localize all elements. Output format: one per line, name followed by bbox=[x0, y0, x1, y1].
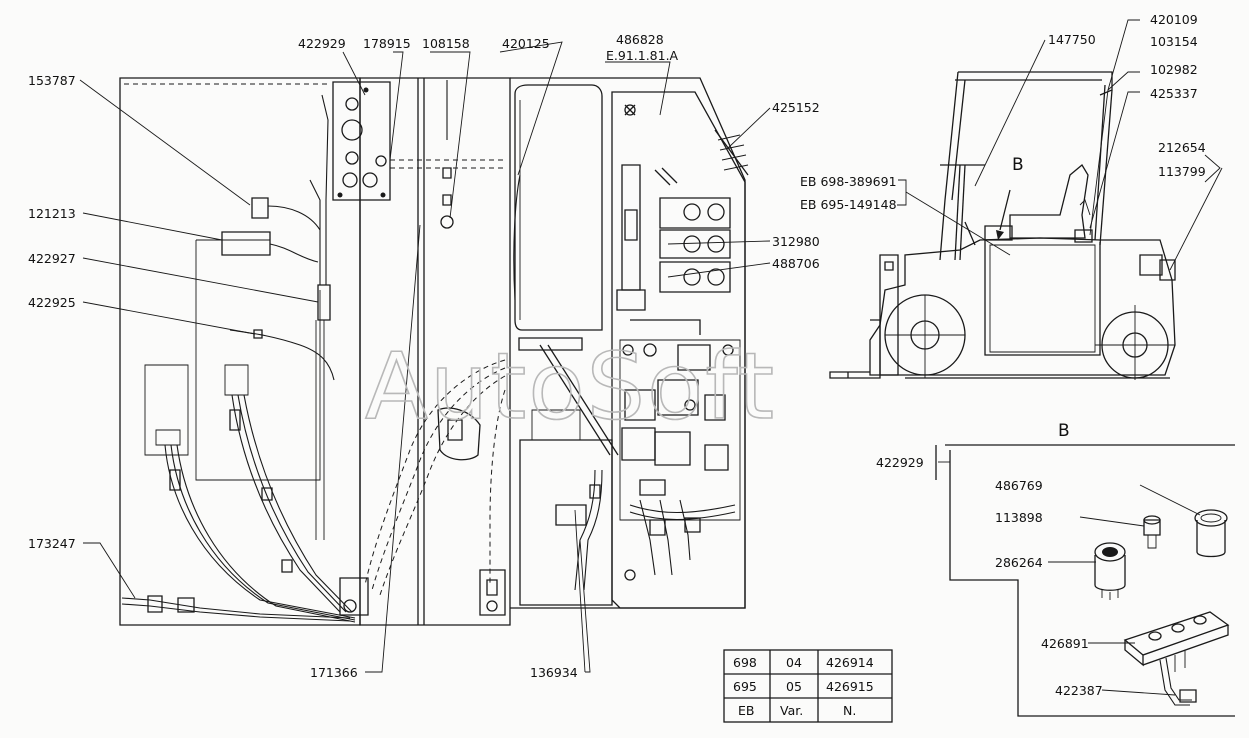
middle-door-panel bbox=[332, 77, 511, 626]
table-cell-r2-c3: 426915 bbox=[826, 679, 874, 694]
label-136934: 136934 bbox=[530, 665, 578, 680]
label-108158: 108158 bbox=[422, 36, 470, 51]
label-286264: 286264 bbox=[995, 555, 1043, 570]
label-173247: 173247 bbox=[28, 536, 76, 551]
label-420125: 420125 bbox=[502, 36, 550, 51]
label-212654: 212654 bbox=[1158, 140, 1206, 155]
view-b-label-detail: B bbox=[1058, 421, 1070, 441]
label-422929-b: 422929 bbox=[876, 455, 924, 470]
label-153787: 153787 bbox=[28, 73, 76, 88]
table-cell-r1-c3: 426914 bbox=[826, 655, 874, 670]
label-e91-1-81-a: E.91.1.81.A bbox=[606, 48, 679, 63]
left-door-panel bbox=[119, 77, 361, 626]
view-b-arrow bbox=[996, 189, 1011, 240]
label-147750: 147750 bbox=[1048, 32, 1096, 47]
label-422929-top: 422929 bbox=[298, 36, 346, 51]
variant-table: 698 04 426914 695 05 426915 EB Var. N. bbox=[723, 649, 893, 723]
label-486828: 486828 bbox=[616, 32, 664, 47]
label-312980: 312980 bbox=[772, 234, 820, 249]
label-103154: 103154 bbox=[1150, 34, 1198, 49]
label-171366: 171366 bbox=[310, 665, 358, 680]
table-cell-r2-c1: 695 bbox=[733, 679, 757, 694]
label-420109: 420109 bbox=[1150, 12, 1198, 27]
table-cell-r3-c3: N. bbox=[843, 703, 856, 718]
label-425337: 425337 bbox=[1150, 86, 1198, 101]
label-113898: 113898 bbox=[995, 510, 1043, 525]
table-cell-r3-c1: EB bbox=[738, 703, 754, 718]
label-422387: 422387 bbox=[1055, 683, 1103, 698]
label-422927: 422927 bbox=[28, 251, 76, 266]
label-425152: 425152 bbox=[772, 100, 820, 115]
label-486769: 486769 bbox=[995, 478, 1043, 493]
right-door-panel bbox=[510, 77, 749, 609]
detail-view-b bbox=[935, 444, 1235, 717]
table-cell-r3-c2: Var. bbox=[780, 703, 803, 718]
table-cell-r2-c2: 05 bbox=[786, 679, 802, 694]
table-cell-r1-c2: 04 bbox=[786, 655, 802, 670]
part-labels: 153787 121213 422927 422925 173247 42292… bbox=[28, 12, 1206, 698]
label-426891: 426891 bbox=[1041, 636, 1089, 651]
forklift-overview bbox=[829, 71, 1176, 380]
watermark: AutoSoft bbox=[365, 333, 776, 440]
label-113799: 113799 bbox=[1158, 164, 1206, 179]
view-b-label-truck: B bbox=[1012, 155, 1024, 175]
label-488706: 488706 bbox=[772, 256, 820, 271]
label-422925: 422925 bbox=[28, 295, 76, 310]
label-178915: 178915 bbox=[363, 36, 411, 51]
terminal-block-312980 bbox=[659, 197, 731, 293]
label-eb695: EB 695-149148 bbox=[800, 197, 897, 212]
label-102982: 102982 bbox=[1150, 62, 1198, 77]
label-eb698: EB 698-389691 bbox=[800, 174, 897, 189]
label-121213: 121213 bbox=[28, 206, 76, 221]
table-cell-r1-c1: 698 bbox=[733, 655, 757, 670]
leader-lines bbox=[79, 19, 1223, 696]
